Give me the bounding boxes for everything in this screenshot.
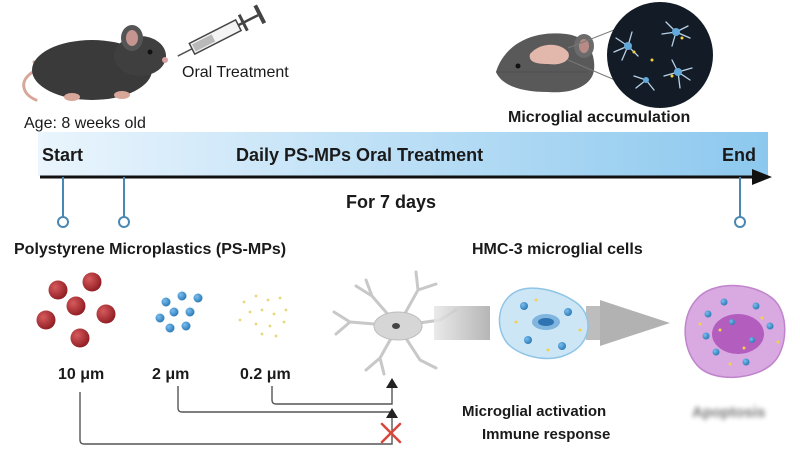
duration-label: For 7 days: [346, 192, 437, 212]
size-label-2um: 2 μm: [152, 366, 190, 383]
timeline-start-label: Start: [42, 145, 84, 165]
arrowhead-lower: [386, 408, 398, 418]
size-label-10um: 10 μm: [58, 366, 105, 383]
timeline-end-label: End: [722, 145, 756, 165]
route-0_2um: [271, 386, 393, 405]
arrowhead-upper: [386, 378, 398, 388]
route-2um: [177, 386, 392, 413]
end-marker: [734, 177, 746, 228]
immune-response-label: Immune response: [482, 426, 611, 443]
mouse-brain-icon: [496, 33, 595, 93]
timeline-arrowhead: [752, 169, 772, 185]
grey-arrow-body-1: [434, 306, 490, 340]
oral-treatment-label: Oral Treatment: [182, 64, 289, 81]
particles-heading: Polystyrene Microplastics (PS-MPs): [14, 241, 287, 258]
blocked-cross-icon: [380, 422, 402, 444]
apoptotic-cell-icon: [684, 284, 786, 378]
activation-label: Microglial activation: [462, 403, 607, 420]
microglial-accumulation-label: Microglial accumulation: [508, 109, 691, 126]
timeline-bar: [38, 132, 768, 176]
route-10um: [79, 392, 393, 445]
second-marker: [118, 177, 130, 228]
particles-0_2um: [238, 294, 288, 338]
age-label: Age: 8 weeks old: [24, 115, 146, 132]
cells-heading: HMC-3 microglial cells: [472, 241, 643, 258]
particles-10um: [36, 272, 116, 348]
size-label-0_2um: 0.2 μm: [240, 366, 291, 383]
apoptosis-label-blurred: Apoptosis: [692, 404, 766, 421]
grey-arrow-body-2: [586, 306, 606, 340]
start-marker: [57, 177, 69, 228]
mouse-icon: [22, 25, 168, 102]
grey-arrow-1: [600, 300, 670, 346]
microglia-zoom-icon: [607, 2, 713, 108]
syringe-icon: [177, 4, 267, 57]
timeline-title: Daily PS-MPs Oral Treatment: [236, 145, 484, 165]
activated-cell-icon: [498, 287, 589, 360]
particles-2um: [155, 291, 203, 333]
